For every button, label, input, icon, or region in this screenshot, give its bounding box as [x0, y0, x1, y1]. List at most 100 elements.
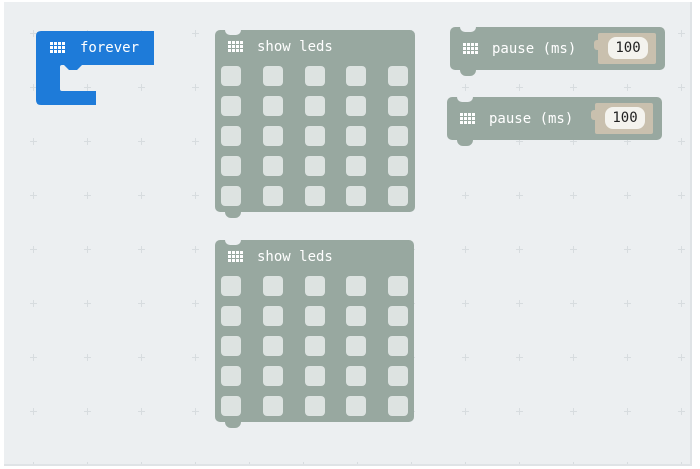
led-toggle-r0-c3[interactable] — [346, 66, 366, 86]
led-toggle-r4-c3[interactable] — [346, 396, 366, 416]
block-tab — [457, 140, 473, 146]
pause-label: pause (ms) — [489, 111, 574, 127]
led-toggle-r2-c1[interactable] — [263, 336, 283, 356]
grid-cross — [30, 138, 37, 145]
led-toggle-r2-c3[interactable] — [346, 336, 366, 356]
input-slot-tab — [591, 110, 597, 120]
led-toggle-r1-c4[interactable] — [388, 96, 408, 116]
led-toggle-r0-c1[interactable] — [263, 276, 283, 296]
grid-cross — [570, 462, 577, 464]
forever-block-shape — [36, 31, 154, 105]
grid-cross — [624, 462, 631, 464]
led-grid-icon — [460, 113, 475, 125]
led-toggle-r1-c2[interactable] — [305, 306, 325, 326]
grid-cross — [678, 354, 685, 361]
led-toggle-r3-c1[interactable] — [263, 156, 283, 176]
grid-cross — [192, 354, 199, 361]
grid-cross — [84, 354, 91, 361]
led-toggle-r2-c4[interactable] — [388, 336, 408, 356]
led-toggle-r4-c4[interactable] — [388, 396, 408, 416]
led-toggle-r0-c4[interactable] — [388, 276, 408, 296]
show-leds-label: show leds — [257, 39, 333, 55]
grid-cross — [516, 138, 523, 145]
led-toggle-r1-c3[interactable] — [346, 96, 366, 116]
led-toggle-r3-c2[interactable] — [305, 366, 325, 386]
pause-ms-input-2[interactable]: 100 — [605, 107, 645, 129]
grid-cross — [570, 192, 577, 199]
grid-cross — [570, 354, 577, 361]
led-toggle-r1-c2[interactable] — [305, 96, 325, 116]
pause-label: pause (ms) — [492, 41, 577, 57]
led-toggle-r1-c0[interactable] — [221, 96, 241, 116]
led-toggle-r1-c4[interactable] — [388, 306, 408, 326]
led-toggle-r2-c4[interactable] — [388, 126, 408, 146]
led-toggle-r3-c2[interactable] — [305, 156, 325, 176]
led-toggle-r2-c0[interactable] — [221, 126, 241, 146]
led-toggle-r0-c4[interactable] — [388, 66, 408, 86]
grid-cross — [30, 246, 37, 253]
show-leds-block-1[interactable]: show leds — [215, 30, 415, 218]
block-notch — [457, 97, 473, 102]
led-toggle-r2-c0[interactable] — [221, 336, 241, 356]
show-leds-block-2[interactable]: show leds — [215, 240, 414, 428]
forever-label: forever — [80, 40, 140, 56]
grid-cross — [408, 462, 415, 464]
pause-ms-input-1[interactable]: 100 — [608, 37, 648, 59]
led-toggle-r3-c4[interactable] — [388, 156, 408, 176]
grid-cross — [30, 408, 37, 415]
grid-cross — [192, 300, 199, 307]
led-toggle-r4-c2[interactable] — [305, 396, 325, 416]
forever-block[interactable]: forever — [36, 31, 156, 106]
blocks-workspace[interactable]: forever show leds show leds — [4, 2, 692, 466]
grid-cross — [516, 300, 523, 307]
grid-cross — [678, 138, 685, 145]
pause-block-1[interactable]: pause (ms) 100 — [450, 27, 665, 76]
led-grid-icon — [228, 251, 243, 263]
grid-cross — [138, 300, 145, 307]
led-toggle-r0-c0[interactable] — [221, 276, 241, 296]
grid-cross — [84, 246, 91, 253]
grid-cross — [354, 462, 361, 464]
led-toggle-r2-c1[interactable] — [263, 126, 283, 146]
led-toggle-r1-c3[interactable] — [346, 306, 366, 326]
led-toggle-r4-c3[interactable] — [346, 186, 366, 206]
led-toggle-r3-c3[interactable] — [346, 156, 366, 176]
led-grid-icon — [463, 43, 478, 55]
grid-cross — [30, 300, 37, 307]
show-leds-label: show leds — [257, 249, 333, 265]
led-toggle-r1-c1[interactable] — [263, 306, 283, 326]
grid-cross — [84, 84, 91, 91]
block-notch — [225, 30, 241, 35]
led-toggle-r3-c0[interactable] — [221, 156, 241, 176]
led-toggle-r3-c0[interactable] — [221, 366, 241, 386]
grid-cross — [192, 192, 199, 199]
led-toggle-r0-c2[interactable] — [305, 66, 325, 86]
led-toggle-r3-c1[interactable] — [263, 366, 283, 386]
led-toggle-r0-c2[interactable] — [305, 276, 325, 296]
led-toggle-r3-c4[interactable] — [388, 366, 408, 386]
led-toggle-r0-c3[interactable] — [346, 276, 366, 296]
led-toggle-r4-c0[interactable] — [221, 396, 241, 416]
led-toggle-r2-c3[interactable] — [346, 126, 366, 146]
led-toggle-r4-c1[interactable] — [263, 186, 283, 206]
grid-cross — [192, 246, 199, 253]
led-toggle-r4-c4[interactable] — [388, 186, 408, 206]
led-toggle-r2-c2[interactable] — [305, 336, 325, 356]
led-toggle-r2-c2[interactable] — [305, 126, 325, 146]
grid-cross — [192, 462, 199, 464]
grid-cross — [138, 462, 145, 464]
led-toggle-r1-c1[interactable] — [263, 96, 283, 116]
grid-cross — [30, 84, 37, 91]
led-toggle-r0-c1[interactable] — [263, 66, 283, 86]
led-toggle-r1-c0[interactable] — [221, 306, 241, 326]
grid-cross — [678, 30, 685, 37]
pause-block-2[interactable]: pause (ms) 100 — [447, 97, 662, 146]
led-toggle-r0-c0[interactable] — [221, 66, 241, 86]
led-toggle-r4-c2[interactable] — [305, 186, 325, 206]
grid-cross — [678, 300, 685, 307]
led-toggle-r3-c3[interactable] — [346, 366, 366, 386]
grid-cross — [624, 246, 631, 253]
grid-cross — [678, 84, 685, 91]
led-toggle-r4-c0[interactable] — [221, 186, 241, 206]
led-toggle-r4-c1[interactable] — [263, 396, 283, 416]
